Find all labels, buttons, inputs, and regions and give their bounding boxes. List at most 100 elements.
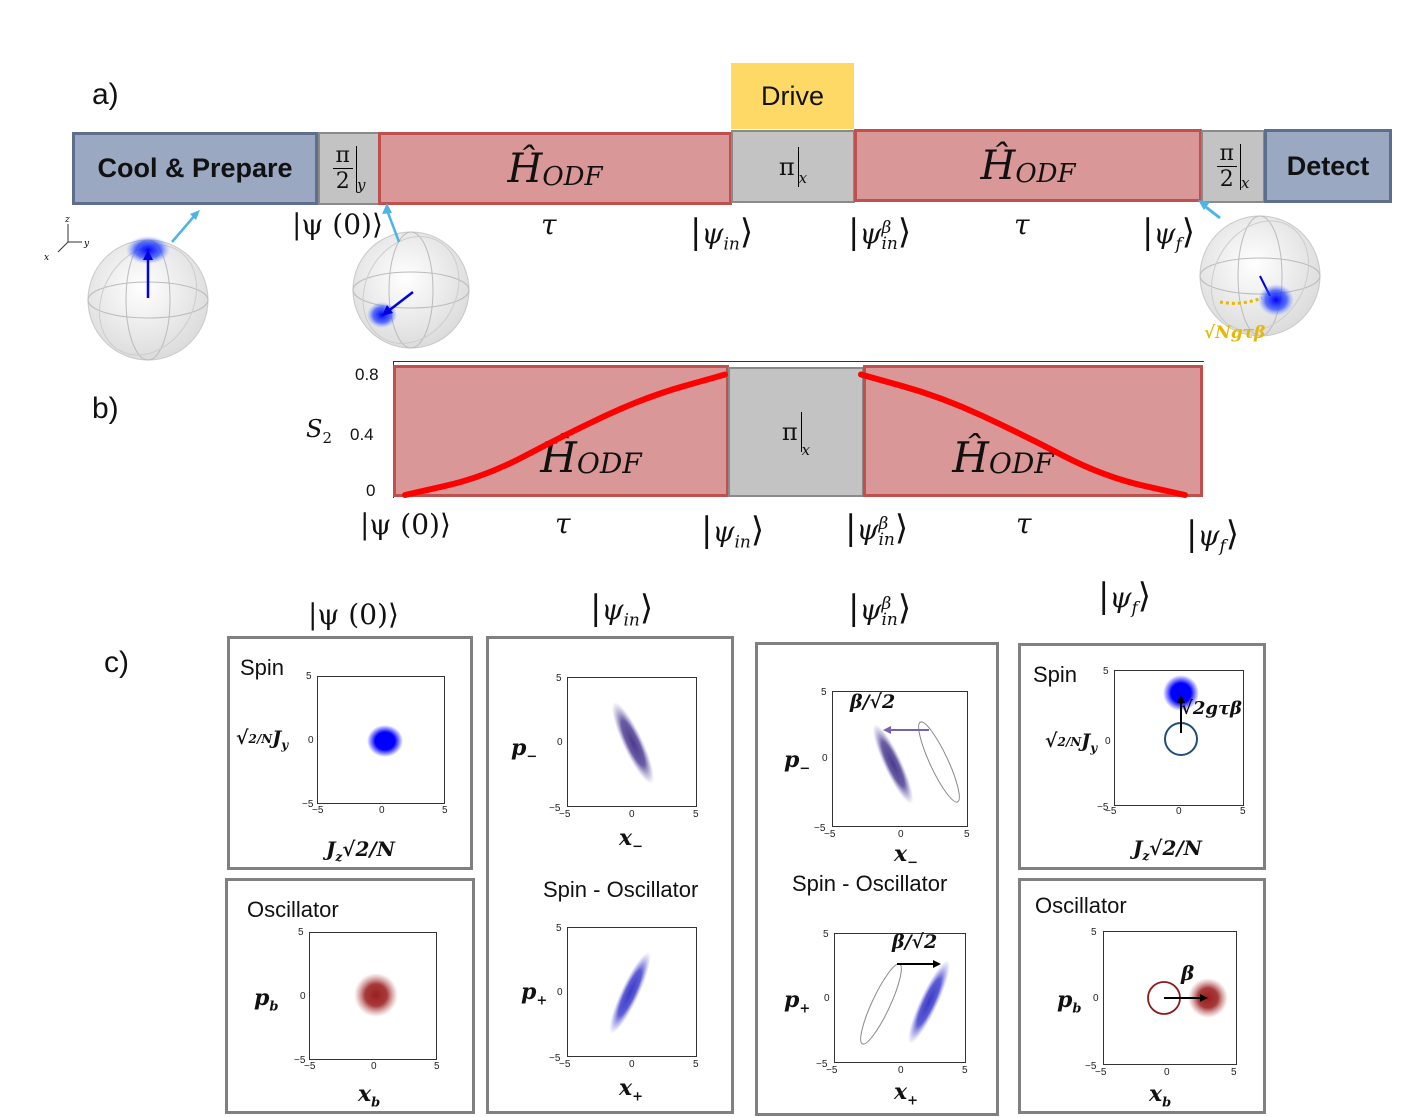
x-axis-label: xb (1149, 1081, 1172, 1111)
s2-curve-rise (402, 371, 728, 498)
s2-curve-layer (402, 371, 1188, 498)
hodf-symbol-2: Ĥ (980, 142, 1016, 189)
detect-box: Detect (1264, 129, 1392, 203)
cool-prepare-label: Cool & Prepare (97, 153, 293, 183)
hodf-symbol-1: Ĥ (507, 145, 543, 192)
phase-plot (1103, 931, 1237, 1065)
pi-x-pulse: π x (731, 130, 855, 203)
initial-ellipse-outline (918, 721, 960, 803)
s2-curve-fall (858, 371, 1188, 498)
displacement-label: √Ngτβ (1204, 323, 1265, 343)
spin-state-blob (1258, 284, 1294, 316)
initial-ellipse-outline (860, 963, 902, 1045)
card-oscillator-initial: Oscillator 5 0 −5 −5 0 5 pb xb (225, 878, 475, 1114)
card-title: Spin (240, 655, 285, 680)
ket-psi-f-b: |ψf⟩ (1186, 514, 1239, 557)
pi-symbol: π (778, 152, 795, 181)
card-spin-final: Spin √2gτβ 5 0 −5 −5 0 5 √2/NJy Jz√2/N (1018, 643, 1266, 870)
pulse2-subscript: x (1241, 174, 1250, 192)
state-vector (386, 291, 414, 313)
ket-psi0-b: |ψ (0)⟩ (360, 508, 451, 541)
x-axis-label: x+ (619, 1075, 644, 1105)
squeezed-blob (609, 952, 651, 1034)
panel-label-a: a) (92, 78, 119, 111)
spin-blob (367, 725, 403, 757)
phase-plot (1114, 670, 1244, 806)
phase-plot (309, 932, 437, 1060)
card-title: Spin - Oscillator (792, 871, 948, 896)
pulse2-numerator: π (1216, 141, 1237, 167)
panel-label-c: c) (104, 646, 129, 679)
card-spin-oscillator-in-beta: β/√2 5 0 −5 −5 0 5 p− x− Spin - Oscillat… (755, 642, 999, 1116)
card-title: Oscillator (1035, 893, 1127, 918)
phase-plot (317, 676, 445, 804)
x-axis-label: xb (358, 1081, 381, 1111)
s2-axis-label: S2 (306, 415, 332, 447)
oscillator-blob (354, 973, 398, 1017)
x-axis-label: x+ (894, 1079, 919, 1109)
axis-z-label: z (64, 215, 70, 225)
pulse1-denominator: 2 (335, 169, 350, 194)
ytick-04: 0.4 (350, 425, 374, 444)
ket-psi-in-b: |ψin⟩ (701, 510, 765, 553)
phase-plot-plus (567, 927, 697, 1057)
card-oscillator-final: Oscillator β 5 0 −5 −5 0 5 pb xb (1018, 878, 1266, 1114)
x-axis-label: x− (619, 825, 644, 855)
drive-box: Drive (731, 63, 854, 129)
y-axis-label: p+ (521, 979, 548, 1009)
bloch-sphere-prepared (352, 203, 470, 349)
y-axis-label: p− (511, 735, 538, 765)
card-title: Spin (1033, 662, 1078, 687)
pointer-arrow-2 (385, 209, 401, 243)
tau-a2: τ (1014, 208, 1030, 241)
x-axis-label: Jz√2/N (1133, 836, 1202, 863)
s2-hodf-symbol-2: Ĥ (952, 433, 989, 482)
beta-sqrt2-label: β/√2 (850, 691, 896, 713)
pulse1-numerator: π (332, 143, 353, 169)
squeezed-blob (611, 701, 655, 785)
squeezed-blob (872, 723, 914, 805)
x-axis-label: Jz√2/N (326, 837, 395, 864)
axis-y-label: y (83, 239, 90, 249)
bloch-sphere-final: √Ngτβ (1198, 200, 1321, 343)
phase-plot-minus (567, 677, 697, 807)
ytick-0: 0 (366, 481, 376, 500)
hodf-subscript-1: ODF (542, 162, 603, 192)
sqrt2gtb-label: √2gτβ (1181, 698, 1243, 719)
card-spin-oscillator-in: 5 0 −5 −5 0 5 p− x− Spin - Oscillator 5 … (486, 636, 734, 1114)
pi-half-y-pulse: π 2 y (318, 132, 380, 205)
s2-pi-symbol: π (781, 418, 798, 446)
beta-label: β (1181, 961, 1195, 985)
pi-half-x-pulse: π 2 x (1201, 130, 1265, 203)
pulse2-denominator: 2 (1219, 167, 1234, 192)
axis-x-label: x (44, 253, 49, 263)
ytick-08: 0.8 (355, 365, 379, 384)
tau-b2: τ (1016, 507, 1032, 540)
pi-subscript: x (798, 169, 808, 187)
card-title: Spin - Oscillator (543, 877, 699, 902)
col-title-psi0: |ψ (0)⟩ (308, 598, 399, 631)
hodf-subscript-2: ODF (1015, 159, 1076, 189)
tau-b1: τ (555, 507, 571, 540)
drive-label: Drive (760, 80, 824, 111)
y-axis-label: p+ (784, 987, 811, 1017)
y-axis-label: pb (1057, 987, 1082, 1017)
y-axis-label: √2/NJy (1045, 730, 1098, 755)
phase-plot-minus (832, 691, 968, 827)
card-spin-initial: Spin 5 0 −5 −5 0 5 √2/NJy Jz√2/N (227, 636, 473, 870)
s2-pi-box: π x (728, 367, 864, 497)
tau-a1: τ (541, 208, 557, 241)
displaced-spin-blob (1163, 675, 1199, 711)
y-axis-label: √2/NJy (236, 727, 289, 752)
pointer-arrow-1 (171, 213, 197, 243)
y-axis-label: p− (784, 747, 811, 777)
ket-psi0-a: |ψ (0)⟩ (292, 208, 383, 241)
s2-hodf-sub-1: ODF (576, 447, 642, 480)
card-title: Oscillator (247, 897, 339, 922)
beta-sqrt2-label: β/√2 (892, 931, 938, 953)
